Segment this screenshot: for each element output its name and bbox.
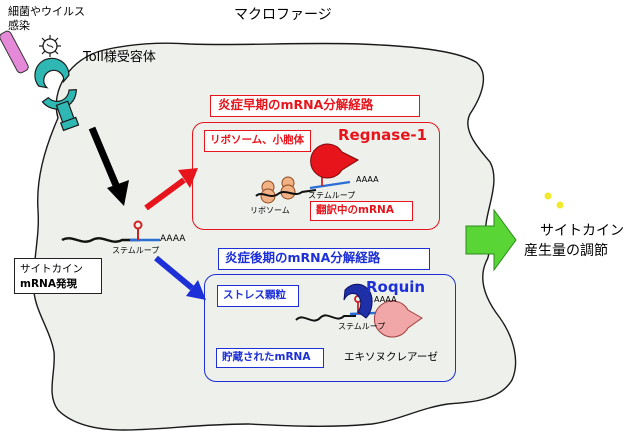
ribosome-label: リボソーム <box>250 206 290 215</box>
late-stem-loop-label: ステムループ <box>338 322 386 331</box>
early-stem-loop-label: ステムループ <box>308 191 356 200</box>
bacterium-icon <box>0 30 29 74</box>
late-pathway-panel <box>204 274 456 382</box>
polya-label: AAAA <box>160 234 186 244</box>
early-pathway-title: 炎症早期のmRNA分解経路 <box>218 97 374 112</box>
late-location-box <box>217 285 299 307</box>
signal-arrow <box>88 126 129 206</box>
early-location-box <box>204 130 311 152</box>
virus-icon <box>39 35 61 57</box>
exonuclease-label: エキソヌクレアーゼ <box>344 351 438 363</box>
late-pathway-title-box <box>218 248 430 270</box>
cytokine-mrna-icon <box>61 220 160 243</box>
late-mrna-state-box <box>216 348 324 368</box>
late-pathway-arrow <box>154 255 206 300</box>
cytokine-mrna-expression-line2: mRNA発現 <box>20 278 77 290</box>
early-pathway-arrow <box>144 168 198 211</box>
regnase-1-label: Regnase-1 <box>338 126 428 144</box>
early-location-label: リボソーム、小胞体 <box>210 134 305 146</box>
cytokine-mrna-expression-box <box>14 258 102 294</box>
cytokine-mrna-expression-line1: サイトカイン <box>20 263 83 275</box>
roquin-protein-icon <box>343 283 373 319</box>
late-polya-label: AAAA <box>374 295 397 304</box>
diagram-title: マクロファージ <box>234 7 332 23</box>
exonuclease-protein-icon <box>373 300 423 338</box>
roquin-label: Roquin <box>366 278 426 296</box>
toll-like-receptor-icon <box>34 57 80 132</box>
output-label-line1: サイトカイン <box>540 223 624 239</box>
late-mrna-state-label: 貯蔵されたmRNA <box>222 351 311 363</box>
cytokine-dots-icon <box>544 192 564 209</box>
early-mrna-state-box <box>310 201 413 221</box>
early-pathway-panel <box>192 122 440 230</box>
regnase-1-protein-icon <box>310 143 360 179</box>
early-mrna-state-label: 翻訳中のmRNA <box>316 204 394 216</box>
output-arrow <box>465 208 517 272</box>
infection-label-line2: 感染 <box>8 19 30 32</box>
early-polya-label: AAAA <box>356 175 379 184</box>
infection-label-line1: 細菌やウイルス <box>8 5 85 18</box>
late-location-label: ストレス顆粒 <box>223 289 286 301</box>
stem-loop-label: ステムループ <box>112 246 160 255</box>
early-pathway-title-box <box>210 95 420 117</box>
receptor-label: Toll様受容体 <box>83 50 156 65</box>
late-pathway-title: 炎症後期のmRNA分解経路 <box>225 250 381 265</box>
output-label-line2: 産生量の調節 <box>524 243 608 259</box>
